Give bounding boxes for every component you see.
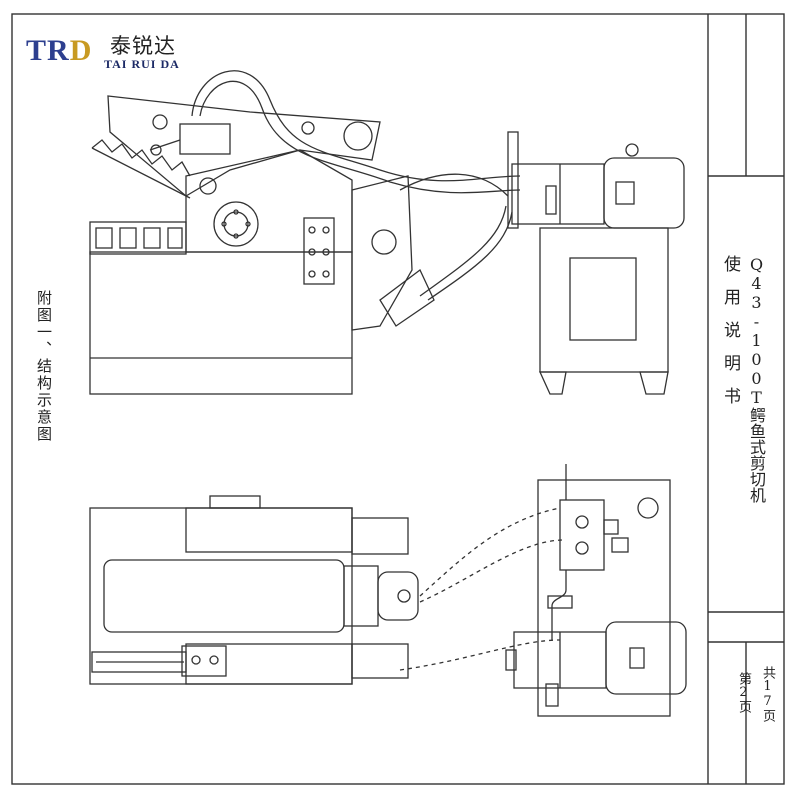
shear-jaw [107, 95, 381, 197]
figure-caption: 附图一、结构示意图 [35, 290, 53, 443]
hydraulic-hose-3 [399, 173, 509, 197]
plan-main-cylinder [103, 559, 345, 633]
plan-base [89, 507, 353, 685]
logo-chinese-name: 泰锐达 [110, 34, 176, 58]
logo-mark: TRD [26, 34, 93, 67]
logo-english-name: TAI RUI DA [104, 57, 180, 71]
side-view [89, 70, 685, 395]
sheet-border [11, 13, 785, 785]
page-number: 第2页 [736, 672, 751, 713]
document-title: 使用说明书 [720, 255, 740, 420]
machine-model-title: Q43-100T鳄鱼式剪切机 [747, 255, 766, 503]
hydraulic-hose-2 [199, 80, 521, 194]
hydraulic-hose-1 [191, 70, 521, 182]
plan-power-unit [537, 479, 671, 717]
hydraulic-hose-4 [419, 205, 507, 297]
machine-base [89, 251, 353, 395]
directional-valve [559, 499, 605, 571]
plan-view [89, 464, 687, 717]
power-unit-tank [539, 227, 669, 373]
pivot-hub [213, 201, 259, 247]
total-pages: 共17页 [760, 666, 775, 722]
plan-motor [605, 621, 687, 695]
